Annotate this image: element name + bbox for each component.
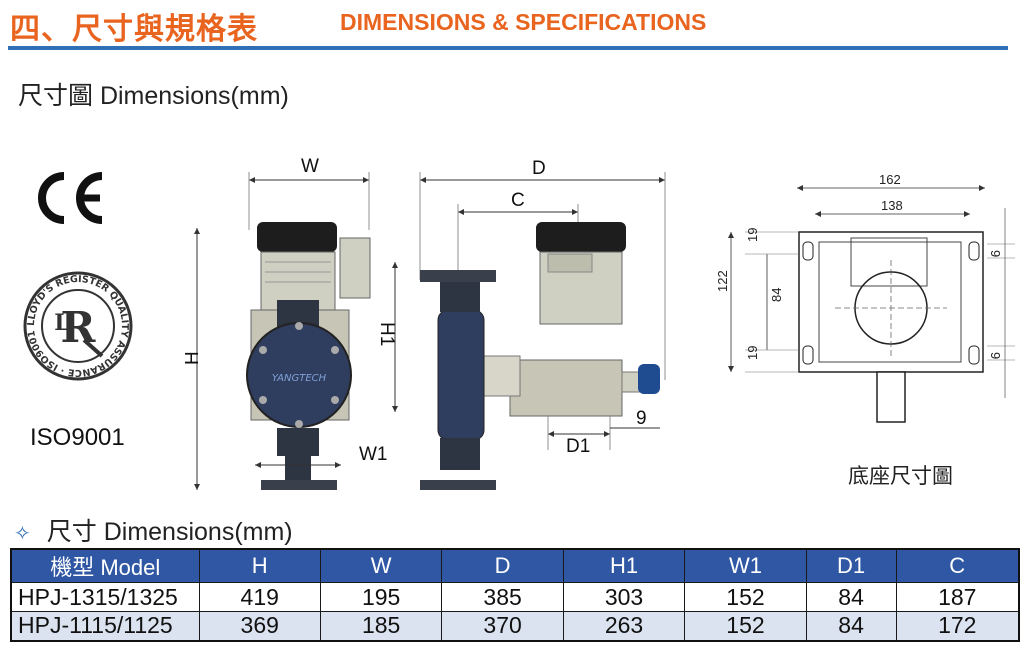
cell-h1: 263: [562, 611, 686, 641]
d1-label: D1: [566, 436, 590, 457]
base-dim-138: 138: [881, 198, 903, 213]
title-english: DIMENSIONS & SPECIFICATIONS: [340, 9, 707, 35]
svg-text:L: L: [54, 310, 69, 336]
table-row: HPJ-1115/1125 369 185 370 263 152 84 172: [10, 611, 1020, 641]
col-header-h1: H1: [562, 548, 686, 583]
base-dim-162: 162: [879, 172, 901, 187]
header-rule: [8, 46, 1008, 50]
cell-w: 185: [319, 611, 443, 641]
cell-d1: 84: [805, 582, 897, 612]
cell-c: 187: [895, 582, 1020, 612]
cell-d: 385: [441, 582, 564, 612]
cell-h: 369: [198, 611, 321, 641]
col-header-w1: W1: [684, 548, 807, 583]
h1-label: H1: [376, 322, 397, 346]
cell-w: 195: [319, 582, 443, 612]
iso-label: ISO9001: [30, 424, 125, 451]
pump-front-view: W H H1 YANGTECH W1: [185, 156, 398, 490]
cell-model: HPJ-1115/1125: [10, 611, 200, 641]
base-dim-9-top: 9: [988, 250, 1003, 257]
dimensions-heading: 尺寸圖 Dimensions(mm): [18, 82, 289, 110]
col-header-h: H: [198, 548, 321, 583]
w1-label: W1: [359, 444, 388, 465]
col-header-d1: D1: [805, 548, 897, 583]
base-plan-view: 162 138 122 84 19 19 9 9: [715, 172, 1015, 423]
page-header: 四、尺寸與規格表 DIMENSIONS & SPECIFICATIONS: [0, 0, 1024, 54]
col-header-d: D: [441, 548, 564, 583]
w-label: W: [301, 156, 319, 177]
base-dim-122: 122: [715, 270, 730, 292]
col-header-c: C: [895, 548, 1020, 583]
ce-mark-icon: [38, 172, 103, 224]
cell-c: 172: [895, 611, 1020, 641]
d-label: D: [532, 158, 546, 179]
col-header-model: 機型 Model: [10, 548, 200, 583]
specs-table: 機型 Model H W D H1 W1 D1 C HPJ-1315/1325 …: [10, 548, 1020, 642]
lrqa-seal-icon: LLOYD'S REGISTER QUALITY ASSURANCE · ISO…: [23, 271, 133, 381]
cell-h: 419: [198, 582, 321, 612]
brand-label: YANGTECH: [272, 373, 327, 384]
table-row: HPJ-1315/1325 419 195 385 303 152 84 187: [10, 582, 1020, 612]
cell-h1: 303: [562, 582, 686, 612]
base-caption: 底座尺寸圖: [848, 464, 953, 488]
table-section-label: 尺寸 Dimensions(mm): [46, 518, 293, 546]
table-section-title: ✧ 尺寸 Dimensions(mm): [14, 512, 293, 548]
sparkle-icon: ✧: [14, 523, 31, 545]
table-header-row: 機型 Model H W D H1 W1 D1 C: [10, 548, 1020, 583]
cell-w1: 152: [684, 611, 807, 641]
offset-label: 9: [636, 408, 647, 429]
cell-w1: 152: [684, 582, 807, 612]
title-chinese: 四、尺寸與規格表: [10, 12, 258, 47]
base-dim-84: 84: [769, 288, 784, 302]
cell-d: 370: [441, 611, 564, 641]
h-label: H: [185, 351, 203, 365]
base-dim-19-bottom: 19: [745, 346, 760, 360]
col-header-w: W: [319, 548, 443, 583]
cell-d1: 84: [805, 611, 897, 641]
base-dim-9-bottom: 9: [988, 352, 1003, 359]
base-dim-19-top: 19: [745, 228, 760, 242]
cell-model: HPJ-1315/1325: [10, 582, 200, 612]
c-label: C: [511, 190, 525, 211]
pump-side-view: D C D1 9: [419, 158, 666, 490]
